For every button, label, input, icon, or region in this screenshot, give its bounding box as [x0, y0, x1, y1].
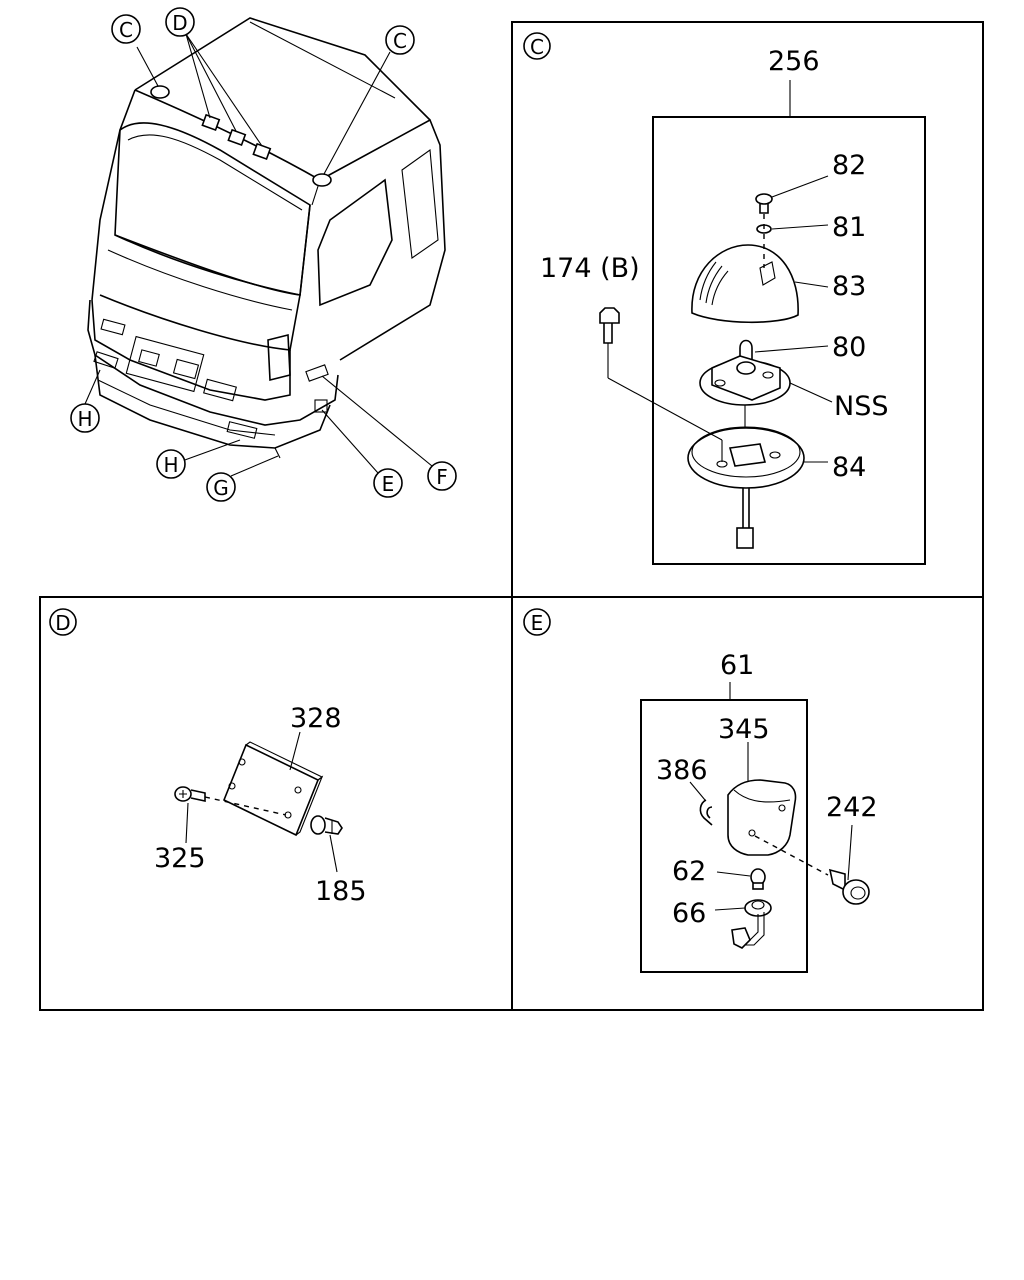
- bulb-62: [750, 868, 766, 890]
- part-185: 185: [315, 876, 367, 907]
- lens-83: [691, 214, 799, 324]
- part-325: 325: [154, 843, 206, 874]
- callout-c-right-label: C: [393, 29, 407, 53]
- part-81: 81: [832, 212, 866, 243]
- callout-c-right: C: [385, 25, 415, 55]
- part-82: 82: [832, 150, 866, 181]
- part-83: 83: [832, 271, 866, 302]
- socket-nss: [699, 355, 791, 430]
- callout-h-left-label: H: [77, 407, 92, 431]
- base-84: [687, 426, 805, 549]
- truck-cab-drawing: [87, 17, 446, 459]
- callout-h-bottom-label: H: [163, 453, 178, 477]
- callout-d-label: D: [172, 11, 187, 35]
- callout-c-left: C: [111, 14, 141, 44]
- part-174b: 174 (B): [540, 253, 640, 284]
- callout-g-label: G: [213, 476, 229, 500]
- lamp-345: [727, 779, 829, 876]
- callout-e: E: [373, 468, 403, 498]
- screw-325: [174, 786, 287, 816]
- callout-g: G: [206, 472, 236, 502]
- callout-h-bottom: H: [156, 449, 186, 479]
- overview-leader-lines: [84, 33, 433, 477]
- part-62: 62: [672, 856, 706, 887]
- panel-c: C 256 82 81 83 80: [523, 32, 926, 565]
- panel-frames: [39, 21, 984, 1011]
- socket-66: [731, 899, 772, 949]
- plate-328: [222, 741, 324, 837]
- screw-242: [828, 868, 870, 905]
- part-328: 328: [290, 703, 342, 734]
- part-386: 386: [656, 755, 708, 786]
- callout-f-label: F: [436, 465, 448, 489]
- panel-e-tag: E: [531, 611, 544, 635]
- panel-e: E 61 345 386 242 62: [523, 608, 878, 973]
- part-345: 345: [718, 714, 770, 745]
- part-80: 80: [832, 332, 866, 363]
- callout-c-left-label: C: [119, 18, 133, 42]
- callout-d: D: [165, 7, 195, 37]
- part-84: 84: [832, 452, 866, 483]
- clip-185: [310, 815, 343, 835]
- panel-d-tag: D: [55, 611, 70, 635]
- callout-f: F: [427, 461, 457, 491]
- part-61: 61: [720, 650, 754, 681]
- clip-386: [699, 799, 713, 826]
- panel-d: D 328 325 185: [49, 608, 367, 907]
- callout-h-left: H: [70, 403, 100, 433]
- screw-82: [755, 193, 773, 214]
- screw-174b: [599, 307, 723, 462]
- part-256: 256: [768, 46, 820, 77]
- part-nss: NSS: [834, 391, 888, 422]
- callout-e-label: E: [382, 472, 395, 496]
- part-66: 66: [672, 898, 706, 929]
- part-242: 242: [826, 792, 878, 823]
- panel-c-tag: C: [530, 35, 544, 59]
